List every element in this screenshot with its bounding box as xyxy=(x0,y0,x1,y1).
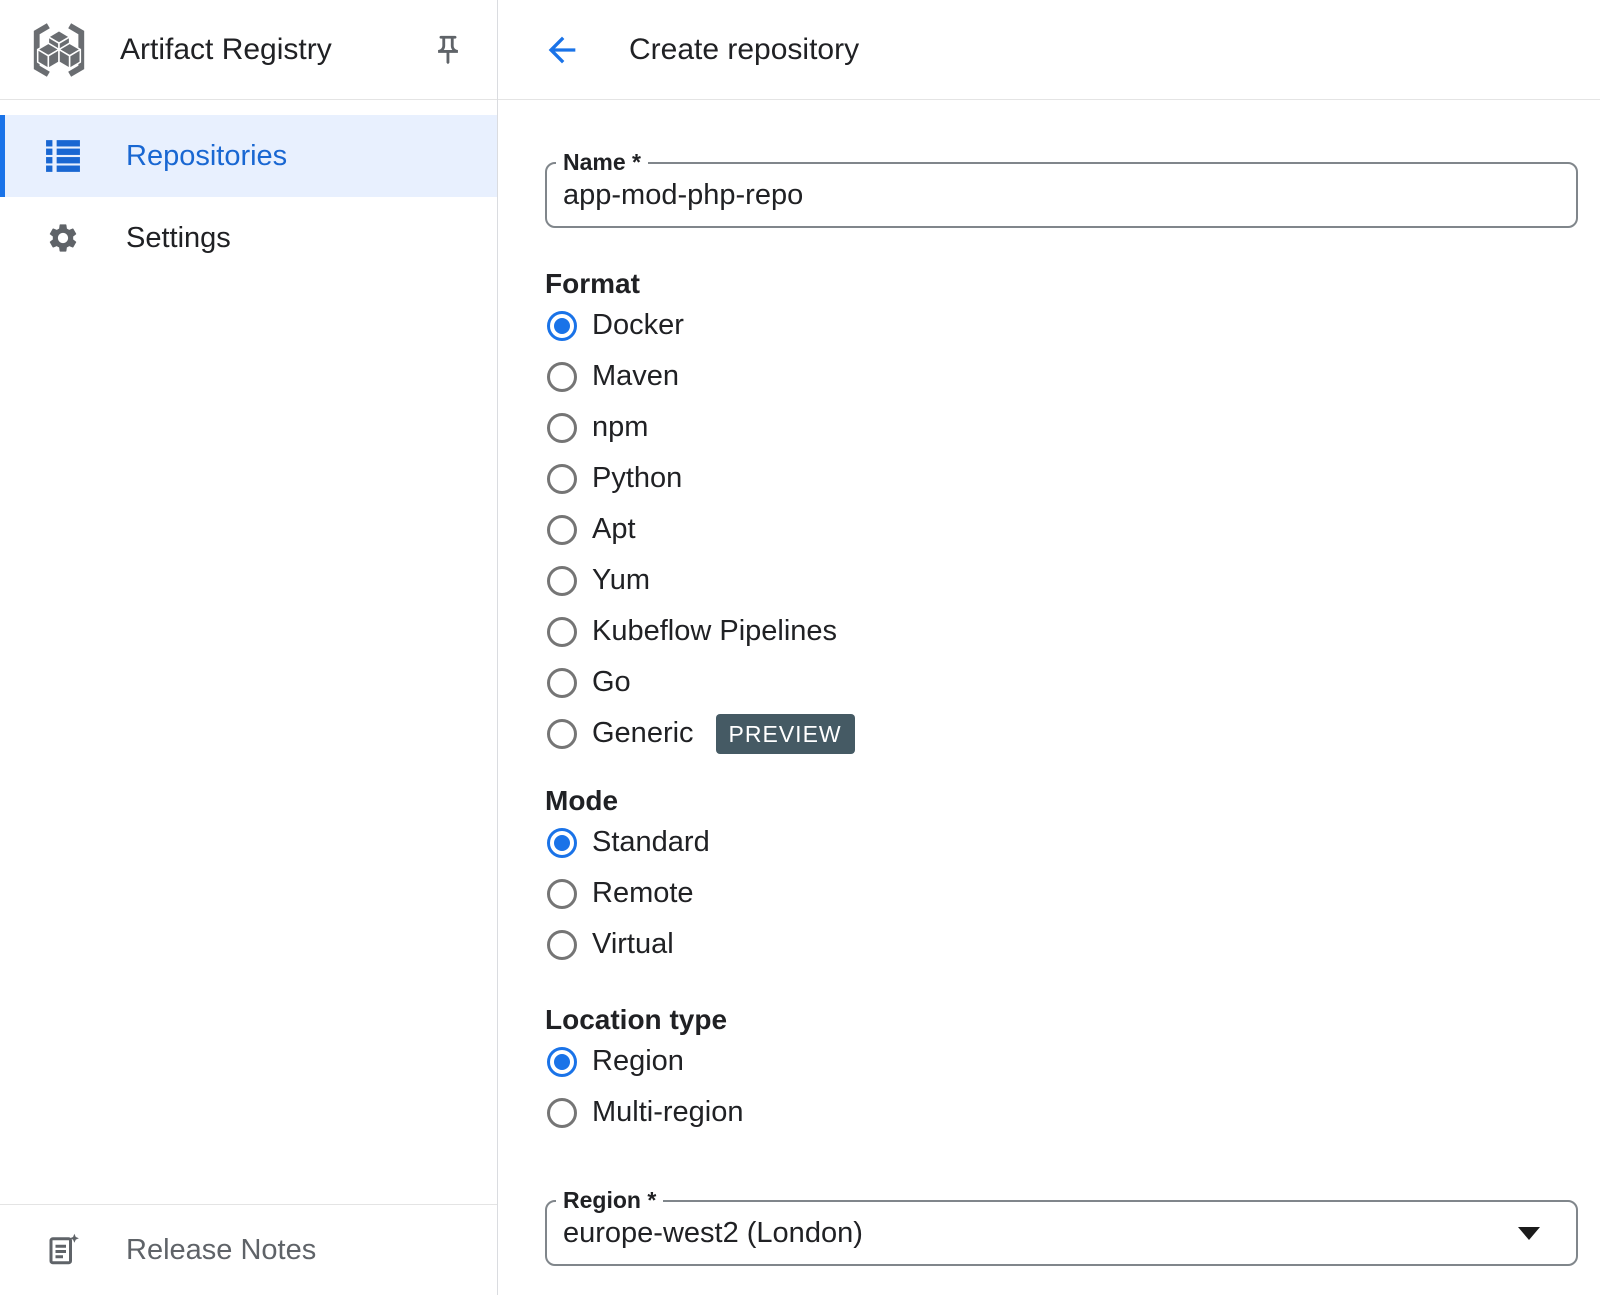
radio-icon xyxy=(547,1097,577,1128)
pin-button[interactable] xyxy=(431,33,465,67)
format-option-generic[interactable]: Generic PREVIEW xyxy=(545,708,1578,759)
radio-icon xyxy=(547,514,577,545)
radio-selected-icon xyxy=(547,827,577,858)
radio-label: Virtual xyxy=(592,928,674,960)
gear-icon xyxy=(44,221,82,255)
radio-icon xyxy=(547,361,577,392)
location-option-region[interactable]: Region xyxy=(545,1036,1578,1087)
radio-icon xyxy=(547,667,577,698)
radio-selected-icon xyxy=(547,1046,577,1077)
release-notes-icon xyxy=(44,1232,82,1268)
mode-option-virtual[interactable]: Virtual xyxy=(545,919,1578,970)
radio-label: Yum xyxy=(592,564,651,596)
radio-label: Python xyxy=(592,462,683,494)
format-option-go[interactable]: Go xyxy=(545,657,1578,708)
radio-label: Go xyxy=(592,666,631,698)
radio-label: Multi-region xyxy=(592,1096,744,1128)
sidebar-item-label: Settings xyxy=(126,221,231,254)
name-field[interactable]: Name * xyxy=(545,149,1578,228)
format-section: Format Docker Maven npm Python xyxy=(545,268,1578,759)
radio-label: Remote xyxy=(592,877,694,909)
radio-icon xyxy=(547,616,577,647)
mode-option-standard[interactable]: Standard xyxy=(545,817,1578,868)
name-field-label: Name * xyxy=(556,149,648,175)
mode-option-remote[interactable]: Remote xyxy=(545,868,1578,919)
radio-label: Generic xyxy=(592,717,694,749)
main-panel: Create repository Name * Format Docker M… xyxy=(498,0,1600,1295)
region-select-label: Region * xyxy=(556,1187,664,1213)
radio-label: Kubeflow Pipelines xyxy=(592,615,838,647)
back-button[interactable] xyxy=(542,30,582,70)
location-type-section: Location type Region Multi-region xyxy=(545,1004,1578,1138)
page-title: Create repository xyxy=(629,32,860,66)
radio-label: Standard xyxy=(592,826,710,858)
artifact-registry-logo-icon xyxy=(28,19,90,81)
sidebar-item-settings[interactable]: Settings xyxy=(0,197,497,279)
release-notes-label: Release Notes xyxy=(126,1233,317,1266)
radio-icon xyxy=(547,412,577,443)
format-option-maven[interactable]: Maven xyxy=(545,351,1578,402)
preview-badge: PREVIEW xyxy=(715,713,855,754)
mode-section: Mode Standard Remote Virtual xyxy=(545,785,1578,970)
radio-icon xyxy=(547,463,577,494)
region-select[interactable]: Region * europe-west2 (London) xyxy=(545,1187,1578,1266)
format-option-apt[interactable]: Apt xyxy=(545,504,1578,555)
name-input[interactable] xyxy=(547,178,1576,212)
location-option-multi-region[interactable]: Multi-region xyxy=(545,1087,1578,1138)
sidebar-item-repositories[interactable]: Repositories xyxy=(0,115,497,197)
format-option-docker[interactable]: Docker xyxy=(545,300,1578,351)
region-select-value: europe-west2 (London) xyxy=(563,1216,863,1249)
radio-icon xyxy=(547,878,577,909)
format-option-kubeflow-pipelines[interactable]: Kubeflow Pipelines xyxy=(545,606,1578,657)
radio-label: Docker xyxy=(592,309,684,341)
format-option-npm[interactable]: npm xyxy=(545,402,1578,453)
radio-label: npm xyxy=(592,411,649,443)
create-repository-form: Name * Format Docker Maven npm xyxy=(498,100,1600,1266)
radio-label: Region xyxy=(592,1045,684,1077)
sidebar-nav: Repositories Settings xyxy=(0,100,497,279)
pin-icon xyxy=(431,33,465,67)
repositories-list-icon xyxy=(44,140,82,172)
sidebar-header: Artifact Registry xyxy=(0,0,497,100)
arrow-back-icon xyxy=(542,30,582,70)
format-option-python[interactable]: Python xyxy=(545,453,1578,504)
location-type-heading: Location type xyxy=(545,1004,728,1035)
release-notes-link[interactable]: Release Notes xyxy=(0,1205,497,1295)
radio-selected-icon xyxy=(547,310,577,341)
sidebar-footer: Release Notes xyxy=(0,1204,497,1295)
page-header: Create repository xyxy=(498,0,1600,100)
radio-icon xyxy=(547,929,577,960)
sidebar-title: Artifact Registry xyxy=(120,32,332,66)
mode-heading: Mode xyxy=(545,785,619,816)
radio-label: Apt xyxy=(592,513,636,545)
sidebar: Artifact Registry xyxy=(0,0,498,1295)
radio-label: Maven xyxy=(592,360,680,392)
radio-icon xyxy=(547,565,577,596)
dropdown-arrow-icon xyxy=(1518,1227,1540,1240)
radio-icon xyxy=(547,718,577,749)
format-heading: Format xyxy=(545,268,640,299)
sidebar-item-label: Repositories xyxy=(126,139,288,172)
format-option-yum[interactable]: Yum xyxy=(545,555,1578,606)
